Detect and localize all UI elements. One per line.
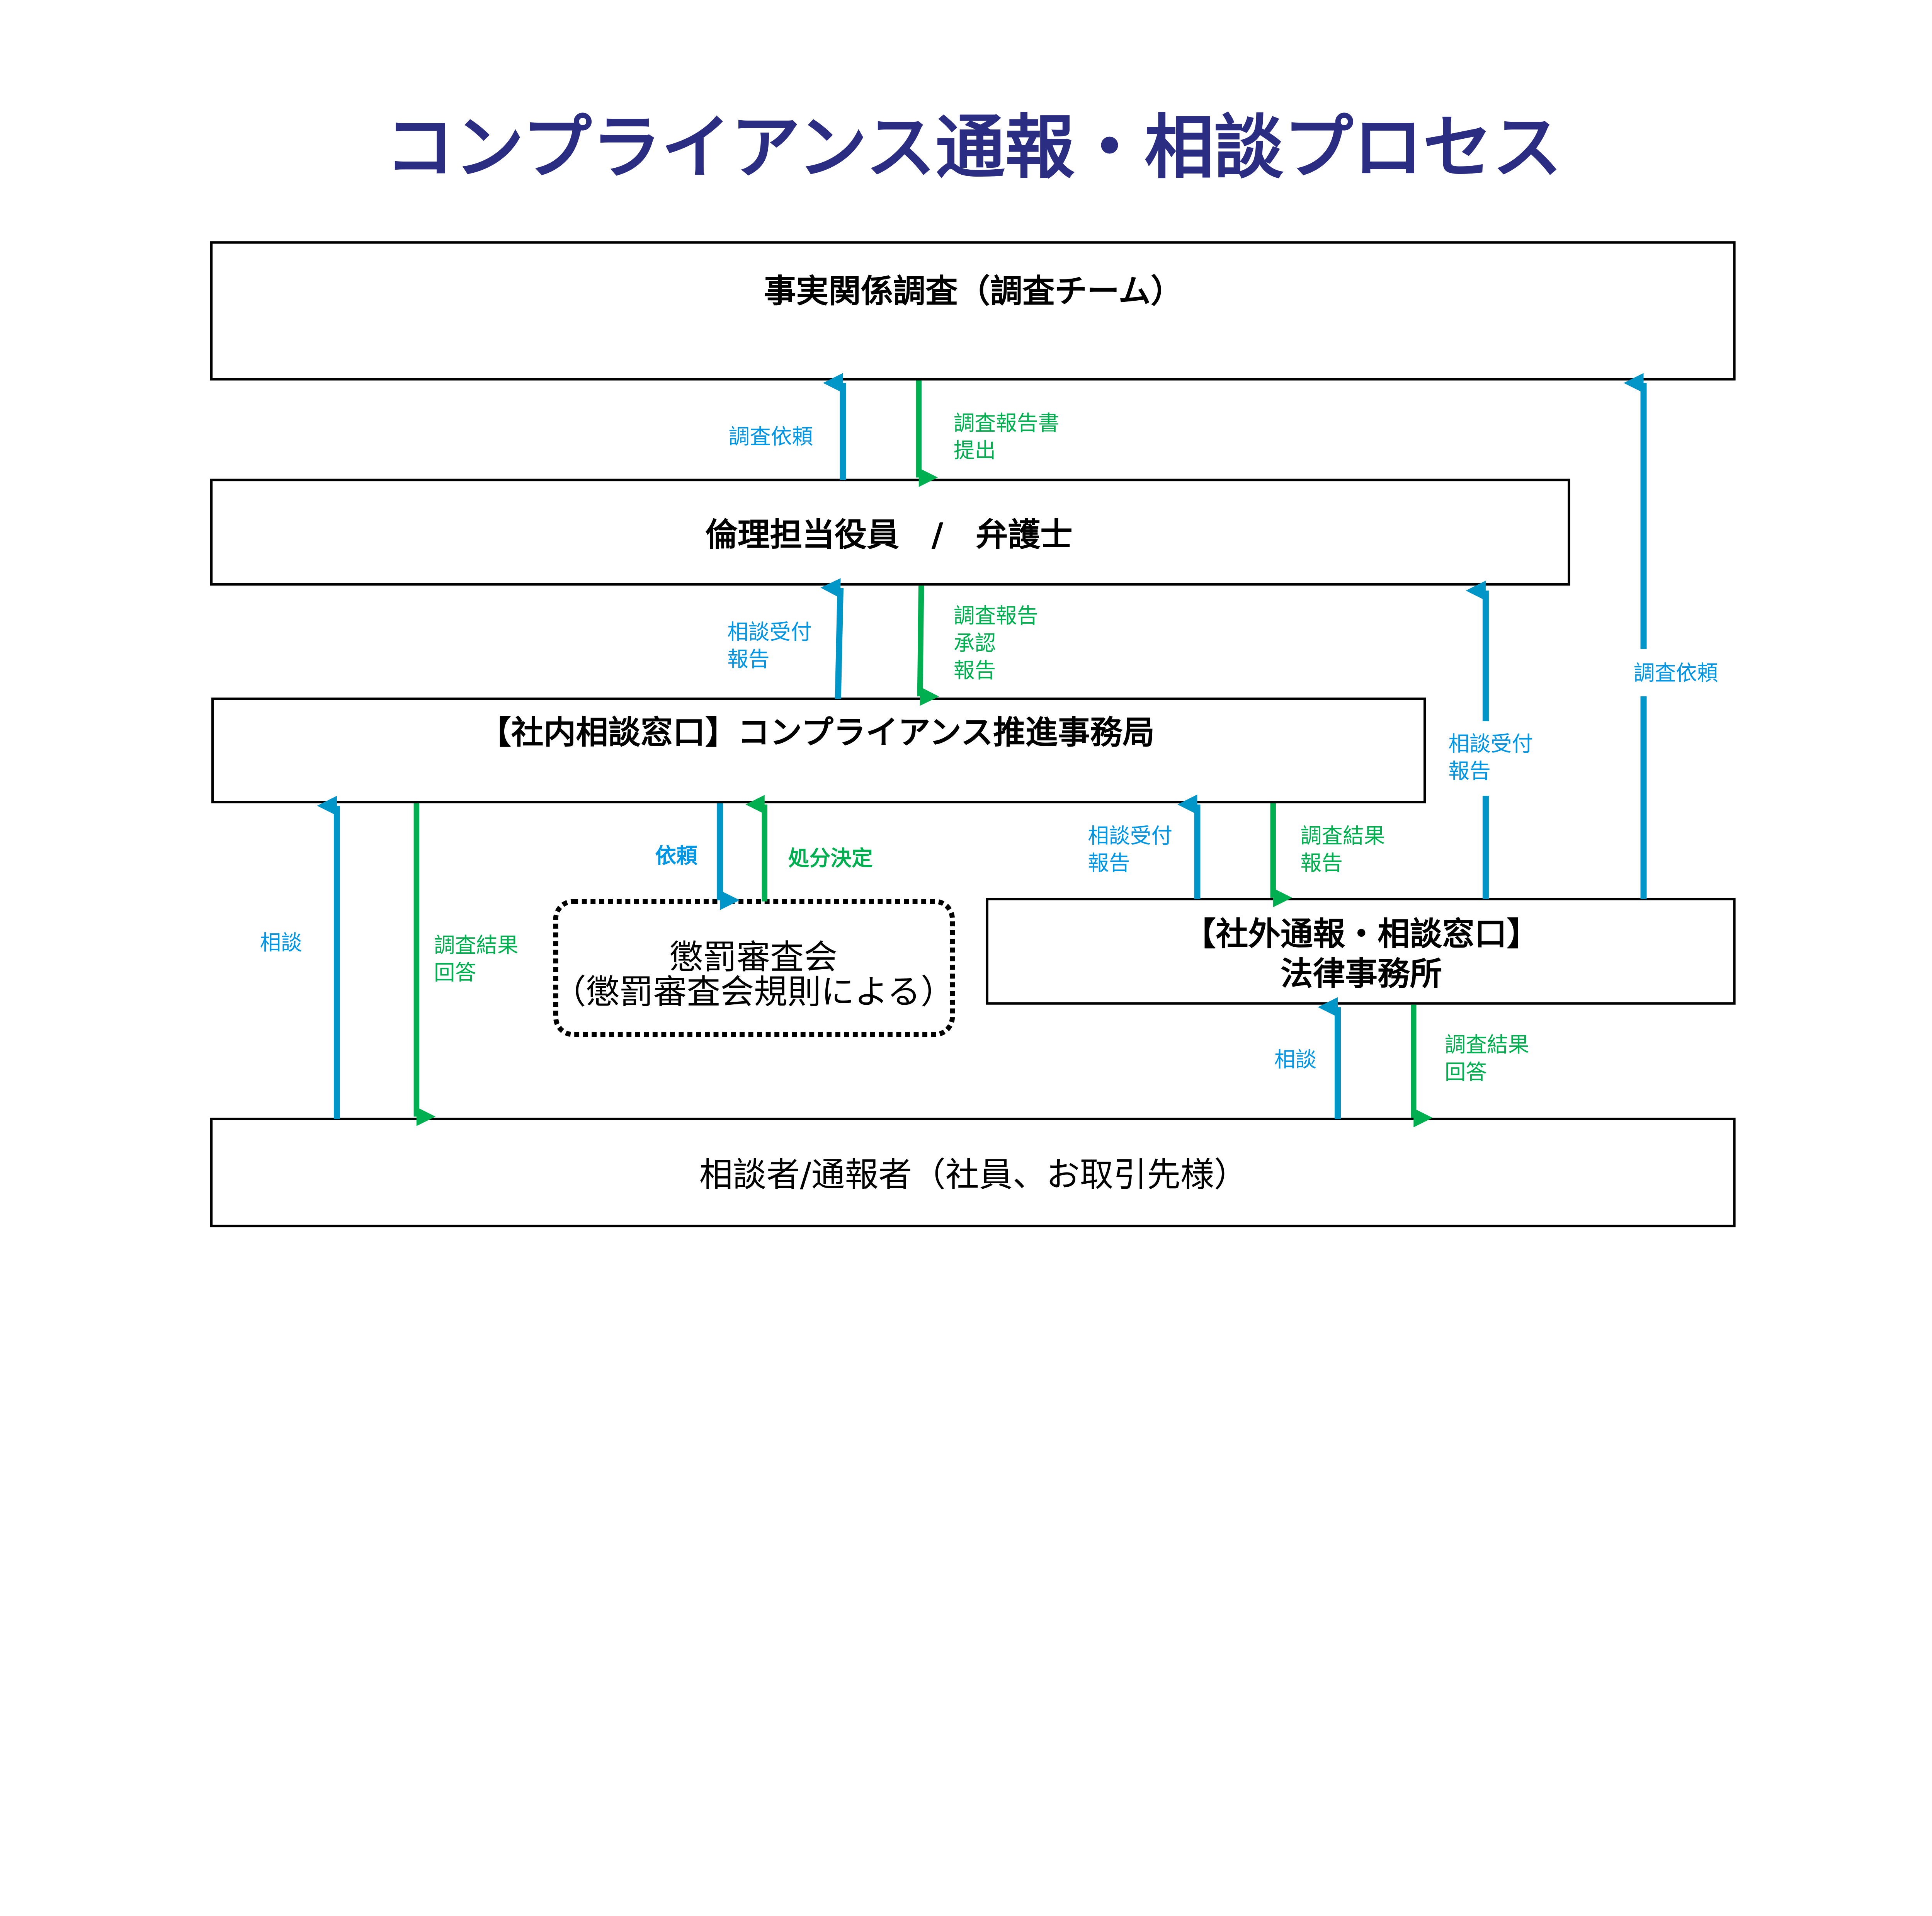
label-answer-1b: 回答 — [434, 960, 476, 985]
compliance-process-diagram: コンプライアンス通報・相談プロセス 事実関係調査（調査チーム） 倫理担当役員 /… — [210, 107, 1736, 1227]
svg-text:事実関係調査（調査チーム）: 事実関係調査（調査チーム） — [764, 272, 1183, 310]
box-ethics-officer: 倫理担当役員 / 弁護士 — [210, 478, 1570, 586]
label-report-submit: 調査報告書 — [954, 410, 1059, 435]
label-approval-3: 報告 — [954, 658, 996, 683]
label-consult-1: 相談 — [260, 930, 302, 955]
label-answer-2b: 回答 — [1445, 1060, 1487, 1084]
svg-text:倫理担当役員 / 弁護士: 倫理担当役員 / 弁護士 — [705, 516, 1073, 553]
label-consult-report-2: 相談受付 — [1088, 823, 1172, 848]
label-approval-1: 調査報告 — [954, 603, 1038, 628]
page-title: コンプライアンス通報・相談プロセス — [385, 107, 1562, 188]
svg-text:【社外通報・相談窓口】: 【社外通報・相談窓口】 — [1184, 915, 1539, 953]
label-approval-2: 承認 — [954, 631, 996, 655]
label-investigation-request: 調査依頼 — [728, 424, 813, 449]
label-answer-1: 調査結果 — [434, 933, 519, 958]
label-decision: 処分決定 — [788, 846, 873, 870]
label-consult-report-3b: 報告 — [1448, 759, 1490, 783]
label-result-report-b: 報告 — [1301, 851, 1343, 875]
svg-text:（懲罰審査会規則による）: （懲罰審査会規則による） — [553, 973, 954, 1012]
label-consult-2: 相談 — [1274, 1047, 1316, 1072]
svg-text:相談者/通報者（社員、お取引先様）: 相談者/通報者（社員、お取引先様） — [699, 1155, 1248, 1194]
box-internal-desk: 【社内相談窓口】コンプライアンス推進事務局 — [211, 698, 1426, 803]
svg-text:【社内相談窓口】コンプライアンス推進事務局: 【社内相談窓口】コンプライアンス推進事務局 — [479, 713, 1155, 751]
arrow-up-consult-report-1 — [820, 578, 844, 699]
label-answer-2: 調査結果 — [1445, 1032, 1529, 1057]
label-request: 依頼 — [655, 843, 698, 868]
label-consult-report-1b: 報告 — [727, 647, 769, 672]
label-result-report: 調査結果 — [1301, 823, 1385, 848]
box-investigation-team: 事実関係調査（調査チーム） — [210, 241, 1736, 381]
svg-text:法律事務所: 法律事務所 — [1281, 955, 1442, 992]
label-report-submit-2: 提出 — [954, 438, 996, 463]
box-reporter: 相談者/通報者（社員、お取引先様） — [210, 1118, 1736, 1227]
label-consult-report-2b: 報告 — [1088, 851, 1130, 875]
label-consult-report-3: 相談受付 — [1448, 731, 1533, 756]
box-external-desk: 【社外通報・相談窓口】 法律事務所 — [986, 898, 1736, 1005]
label-investigation-request-2: 調査依頼 — [1634, 660, 1718, 685]
box-disciplinary-committee: 懲罰審査会 （懲罰審査会規則による） — [553, 899, 955, 1037]
label-consult-report-1: 相談受付 — [727, 619, 812, 644]
svg-text:懲罰審査会: 懲罰審査会 — [670, 938, 837, 977]
arrow-down-approval — [917, 585, 939, 706]
